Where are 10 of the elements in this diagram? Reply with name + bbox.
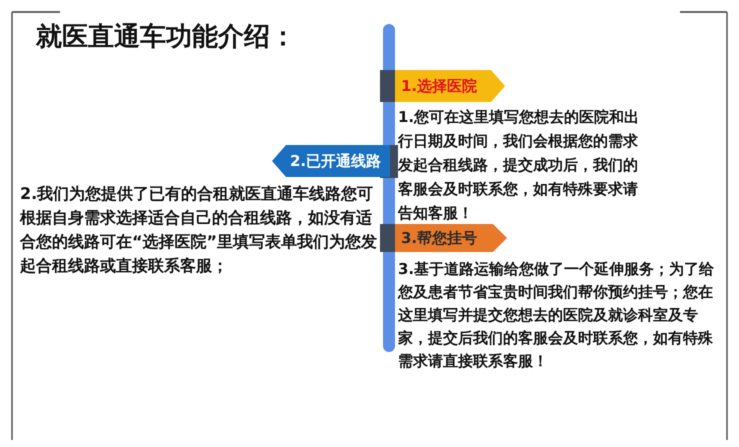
title: 就医直通车功能介绍： <box>36 21 296 54</box>
signpost-arrow <box>395 70 505 102</box>
description-text: 2.我们为您提供了已有的合租就医直通车线路您可根据自身需求选择适合自己的合租线路，如没有适合您的线路可在“选择医院”里填写表单我们为您发起合租线路或直接联系客服； <box>20 183 378 277</box>
description-text: 3.基于道路运输给您做了一个延伸服务；为了给您及患者节省宝贵时间我们帮你预约挂号；您在这里填写并提交您想去的医院及就诊科室及专家，提交后我们的客服会及时联系您，如有特殊需求请直接联系客服！ <box>398 259 716 372</box>
signpost-arrow <box>272 145 390 177</box>
description-text: 1.您可在这里填写您想去的医院和出行日期及时间，我们会根据您的需求发起合租线路，提交成功后，我们的客服会及时联系您，如有特殊要求请告知客服！ <box>398 107 640 224</box>
sign-label: 3.帮您挂号 <box>400 228 478 249</box>
sign-label: 1.选择医院 <box>400 76 478 97</box>
signpost-arrow <box>395 224 507 252</box>
sign-label: 2.已开通线路 <box>289 150 382 172</box>
